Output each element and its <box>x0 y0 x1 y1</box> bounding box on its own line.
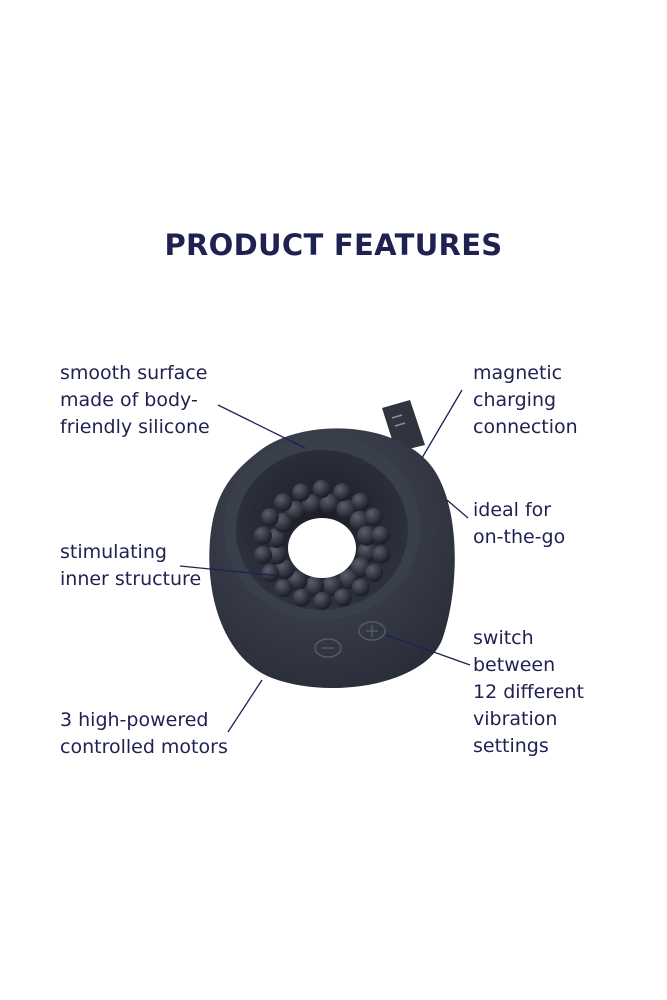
bead <box>254 546 272 564</box>
leader-line-smooth-surface <box>217 404 306 449</box>
bead <box>319 493 340 514</box>
feature-magnetic-charging: magnetic charging connection <box>473 360 578 441</box>
feature-smooth-surface: smooth surface made of body- friendly si… <box>60 360 210 441</box>
leader-line-inner-structure <box>179 565 281 577</box>
feature-line: settings <box>473 735 549 757</box>
feature-line: switch <box>473 627 534 649</box>
bead <box>333 588 352 607</box>
feature-line: friendly silicone <box>60 416 210 438</box>
minus-button[interactable] <box>314 638 342 658</box>
bead <box>349 510 370 531</box>
feature-line: 3 high-powered <box>60 709 209 731</box>
feature-inner-structure: stimulating inner structure <box>60 539 201 593</box>
bead <box>356 525 377 546</box>
feature-line: made of body- <box>60 389 198 411</box>
feature-line: smooth surface <box>60 362 208 384</box>
leader-line-vibration <box>385 634 471 666</box>
feature-line: inner structure <box>60 568 202 590</box>
bead <box>351 492 370 511</box>
feature-line: on-the-go <box>473 526 566 548</box>
feature-motors: 3 high-powered controlled motors <box>60 707 228 761</box>
feature-vibration-settings: switch between 12 different vibration se… <box>473 625 584 760</box>
bead <box>274 493 293 512</box>
feature-line: stimulating <box>60 541 167 563</box>
feature-line: controlled motors <box>60 736 228 758</box>
center-opening <box>288 518 356 578</box>
bead <box>365 563 384 582</box>
bead <box>274 559 295 580</box>
feature-line: vibration <box>473 708 558 730</box>
bead <box>261 564 280 583</box>
bead <box>372 545 391 564</box>
leader-line-magnetic <box>421 389 463 459</box>
bead <box>364 507 383 526</box>
feature-line: magnetic <box>473 362 563 384</box>
bead <box>357 542 378 563</box>
feature-line: ideal for <box>473 499 552 521</box>
feature-line: 12 different <box>473 681 584 703</box>
bead <box>287 570 308 591</box>
page-title: PRODUCT FEATURES <box>164 228 503 262</box>
bead <box>313 592 332 610</box>
feature-line: charging <box>473 389 557 411</box>
leader-line-motors <box>227 679 263 733</box>
bead <box>292 588 311 607</box>
bead <box>292 483 311 502</box>
bead <box>304 576 325 597</box>
bead <box>266 527 287 548</box>
bead <box>351 578 370 597</box>
bead <box>336 499 357 520</box>
plus-button[interactable] <box>358 621 386 641</box>
bead <box>372 526 390 544</box>
feature-line: between <box>473 654 556 676</box>
bead <box>267 544 288 565</box>
inner-structure-beads <box>253 480 391 610</box>
bead <box>333 483 352 502</box>
feature-line: connection <box>473 416 578 438</box>
leader-line-on-the-go <box>446 499 469 519</box>
bead <box>260 508 279 527</box>
feature-on-the-go: ideal for on-the-go <box>473 497 565 551</box>
bead <box>253 526 272 545</box>
bead <box>312 480 331 498</box>
bead <box>274 579 293 598</box>
